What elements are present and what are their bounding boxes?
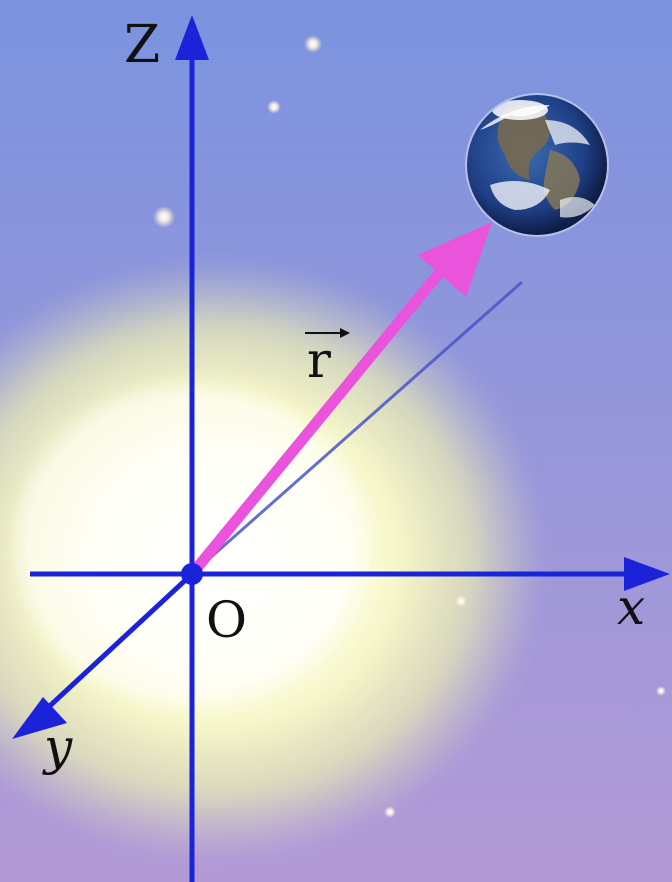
x-axis-arrowhead [624,557,670,591]
x-axis [30,557,670,591]
z-axis-arrowhead [175,15,209,60]
y-axis-arrowhead [12,697,67,739]
z-axis-label: Z [124,15,160,75]
origin-point [181,563,203,585]
position-vector [186,222,492,580]
y-axis-label: y [42,718,73,776]
earth-icon [465,93,609,237]
vector-label-arrow [305,328,350,338]
x-axis-label: x [617,578,645,636]
vector-arrowhead [418,222,492,297]
origin-label: O [206,591,247,649]
star-dots-icon [153,35,666,818]
z-axis [175,15,209,882]
vector-label: r [307,331,331,389]
y-axis [12,572,194,739]
projection-line [191,280,523,576]
